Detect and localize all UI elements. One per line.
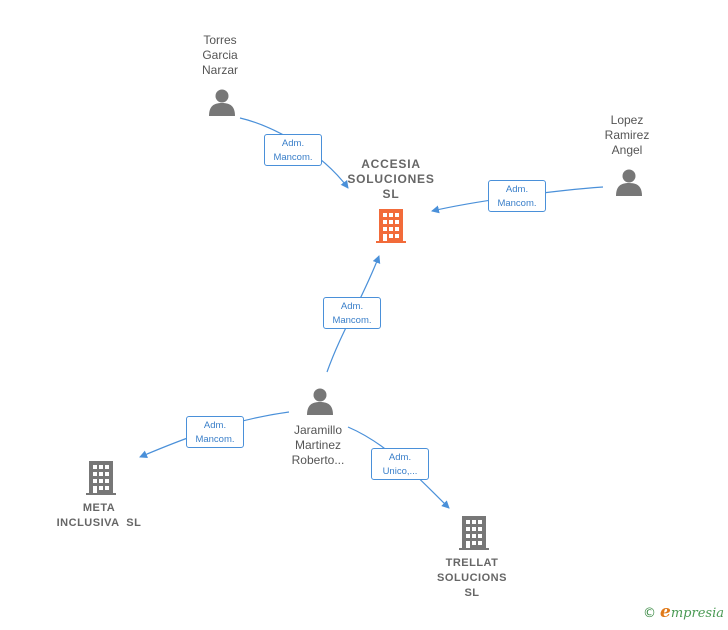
lopez-person-icon[interactable] [616,169,642,197]
node-label-line: Lopez [610,113,644,127]
edge-label-line: Mancom. [332,315,372,326]
node-label-line: SOLUCIONS [437,572,507,584]
meta-building-icon[interactable] [86,461,116,495]
accesia-building-icon[interactable] [376,209,406,243]
edge-label-line: Mancom. [497,198,537,209]
node-label-line: INCLUSIVA SL [56,517,142,529]
node-label-line: SOLUCIONES [347,172,435,186]
edge-label-line: Adm. [505,184,529,195]
node-label-line: Martinez [294,438,341,452]
node-label-trellat[interactable]: TRELLAT SOLUCIONS SL [412,556,532,601]
edge-label-torres-accesia[interactable]: Adm. Mancom. [264,134,322,166]
node-label-line: ACCESIA [361,157,421,171]
edge-label-lopez-accesia[interactable]: Adm. Mancom. [488,180,546,212]
node-label-line: META [82,502,116,514]
node-label-line: Narzar [201,63,238,77]
empresia-logo: ©empresia [643,602,724,622]
edge-label-jaramillo-meta[interactable]: Adm. Mancom. [186,416,244,448]
edge-label-line: Adm. [340,301,364,312]
jaramillo-person-icon[interactable] [307,388,333,416]
node-label-line: Roberto... [291,453,345,467]
edge-label-jaramillo-trellat[interactable]: Adm. Unico,... [371,448,429,480]
trellat-building-icon[interactable] [459,516,489,550]
node-label-line: TRELLAT [445,557,499,569]
node-label-line: Ramirez [604,128,650,142]
brand-initial: e [660,602,671,622]
node-label-line: Angel [611,143,643,157]
edge-label-line: Mancom. [273,152,313,163]
edge-label-line: Adm. [388,452,412,463]
edge-label-jaramillo-accesia[interactable]: Adm. Mancom. [323,297,381,329]
node-label-line: Torres [203,33,237,47]
node-label-line: Jaramillo [293,423,342,437]
copyright-symbol: © [643,606,657,621]
torres-person-icon[interactable] [209,89,235,117]
brand-name: mpresia [670,606,724,621]
node-label-meta[interactable]: META INCLUSIVA SL [39,501,159,531]
edge-label-line: Mancom. [195,434,235,445]
edge-label-line: Adm. [203,420,227,431]
node-label-line: SL [382,187,400,201]
node-label-line: Garcia [202,48,238,62]
edge-label-line: Unico,... [382,466,418,477]
node-label-line: SL [464,587,480,599]
edge-label-line: Adm. [281,138,305,149]
